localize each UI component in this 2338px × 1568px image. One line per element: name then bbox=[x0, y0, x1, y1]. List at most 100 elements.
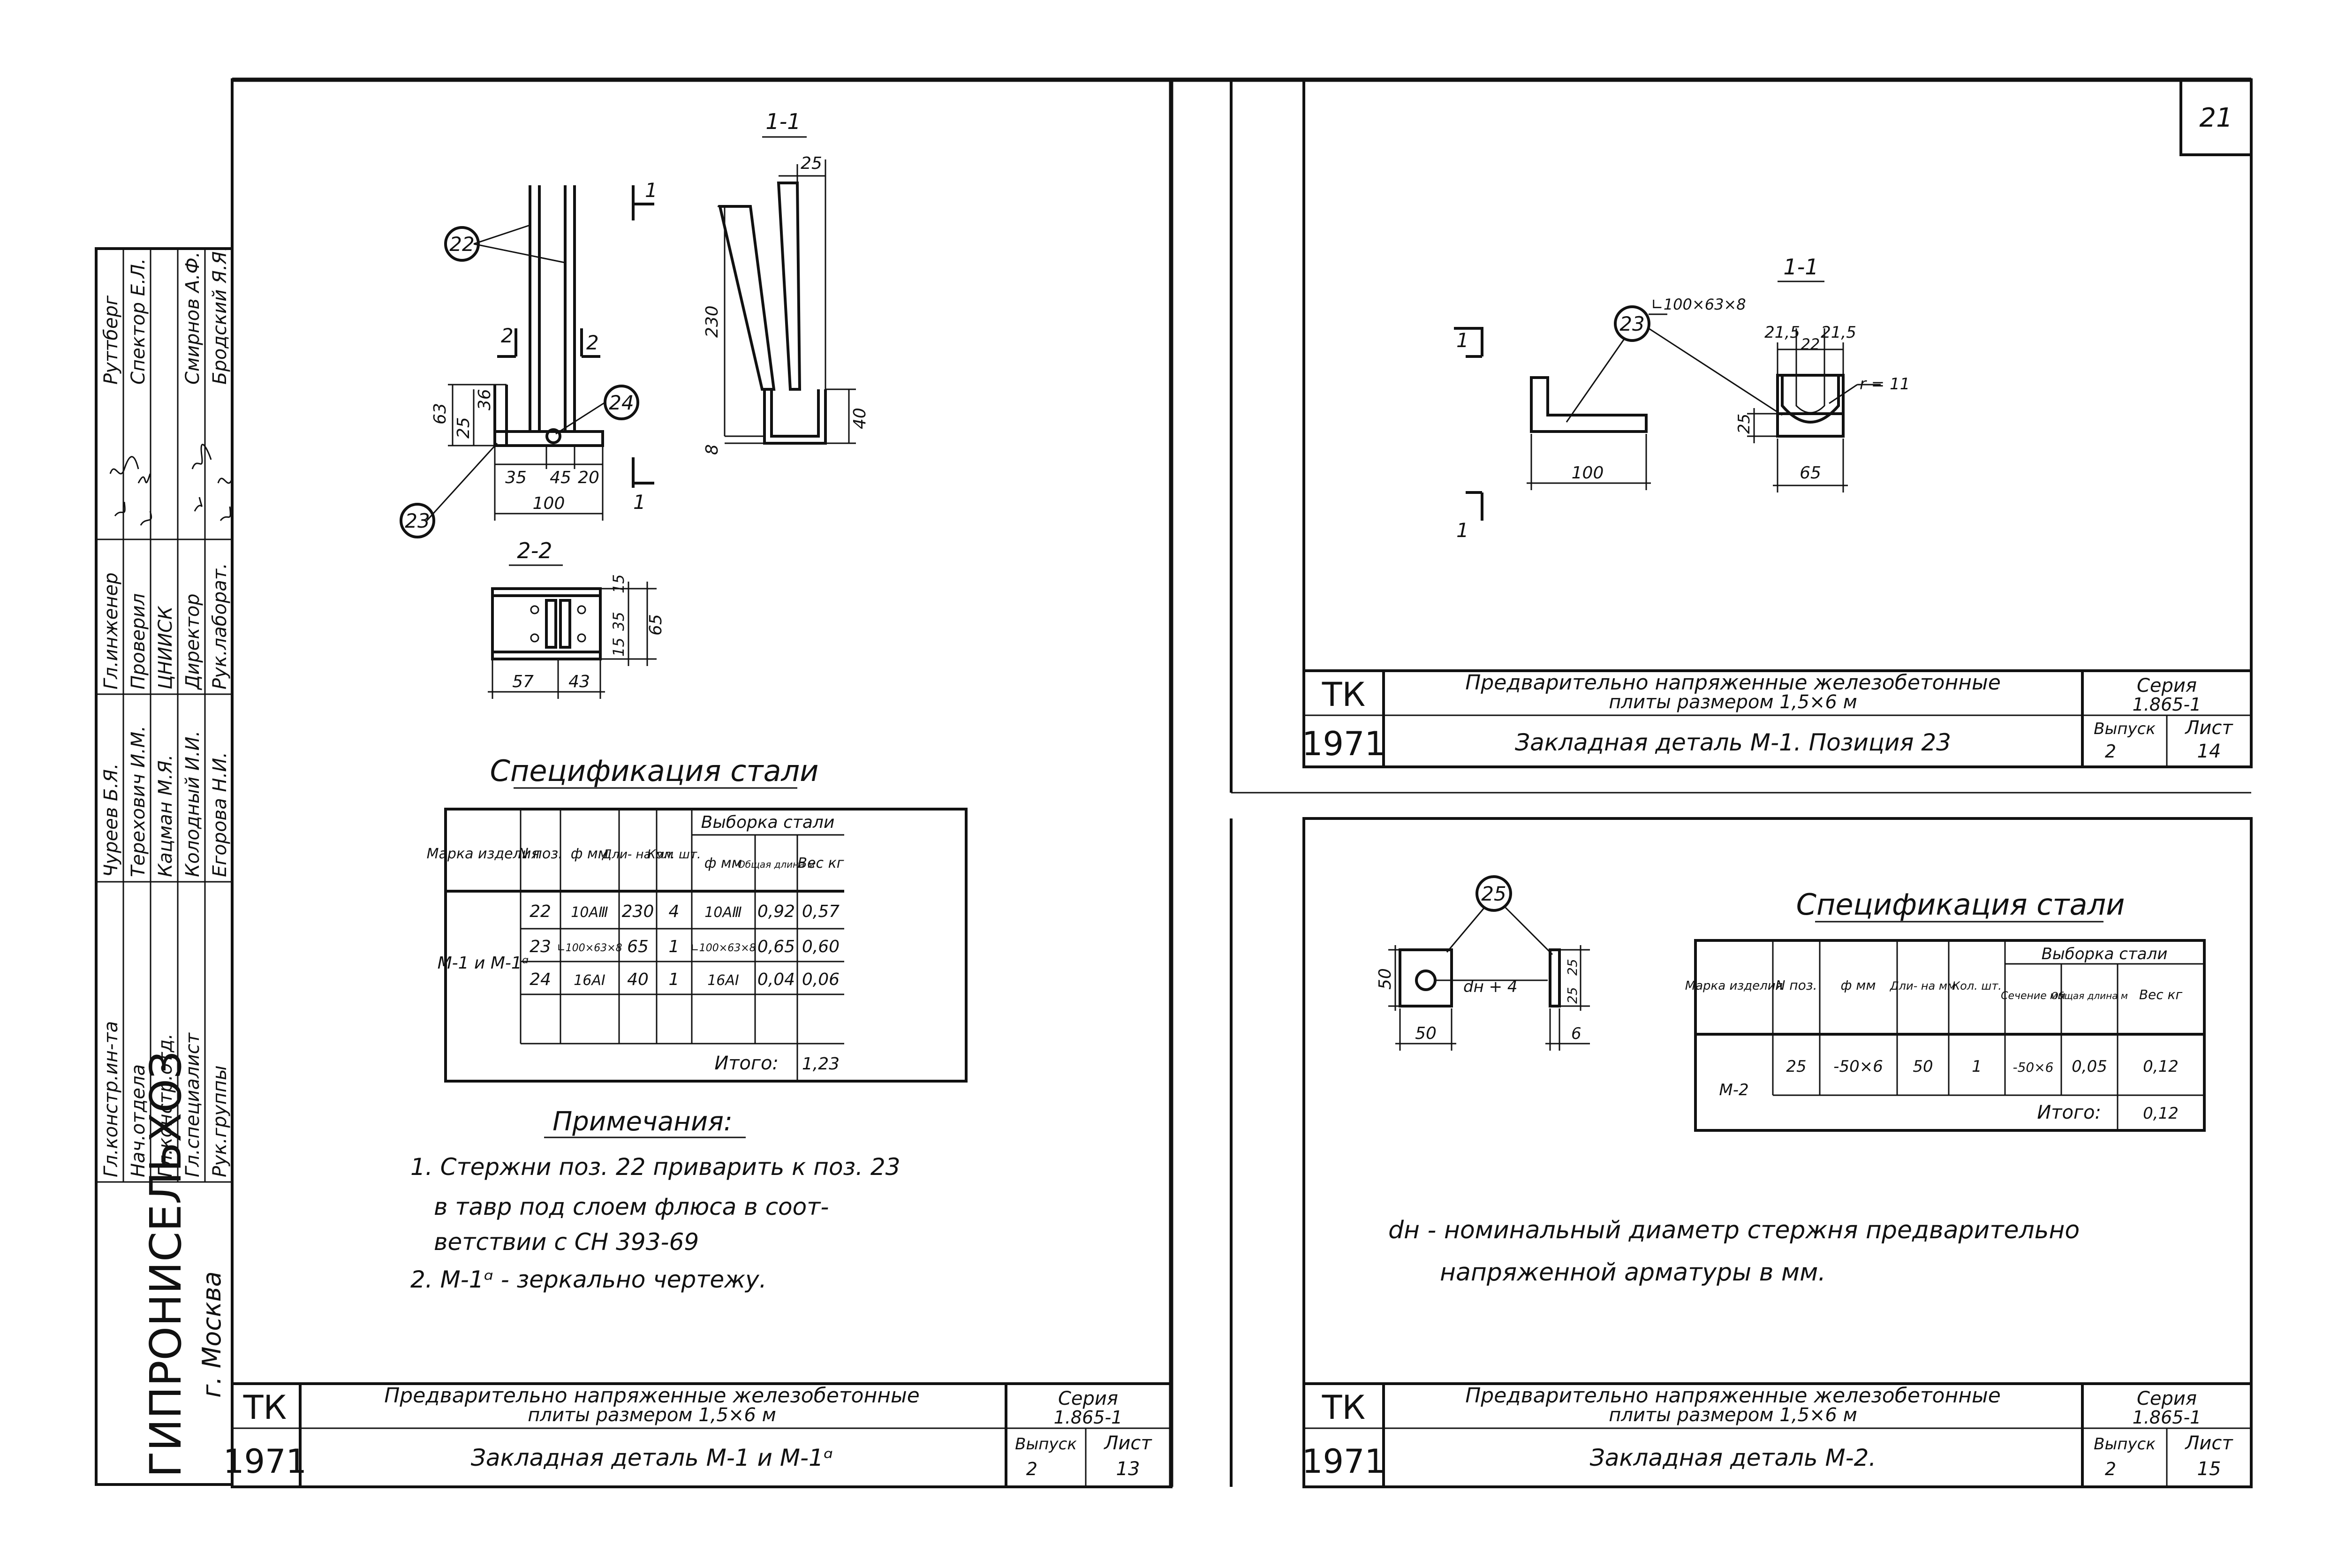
s13-th-sub-len: Общая длина м bbox=[738, 859, 815, 870]
stamp-name-5: Егорова Н.И. bbox=[209, 752, 231, 877]
s15-dim-6: 6 bbox=[1571, 1024, 1581, 1043]
s13-dim-35: 35 bbox=[505, 468, 527, 487]
s15-mark-value: М-2 bbox=[1719, 1081, 1748, 1099]
s13-pos-22: 22 bbox=[449, 233, 474, 256]
s13-title-block: ТК 1971 Предварительно напряженные желез… bbox=[223, 1382, 1171, 1487]
stamp-role2-3: ЦНИИСК bbox=[155, 606, 176, 689]
s13-dim-35b: 35 bbox=[610, 612, 628, 631]
s13-dim-40: 40 bbox=[850, 408, 870, 429]
s15-th-qty: Кол. шт. bbox=[1952, 979, 2002, 992]
s13-cut-2-left: 2 bbox=[501, 324, 514, 347]
s13-th-pos: N поз. bbox=[518, 846, 562, 862]
stamp-role-1: Гл.констр.ин-та bbox=[100, 1021, 122, 1177]
s15-th-mark: Марка изделия bbox=[1685, 979, 1783, 993]
s15-total-label: Итого: bbox=[2037, 1102, 2101, 1123]
stamp-role2-1: Гл.инженер bbox=[100, 572, 122, 689]
s15-tb-vyp-label: Выпуск bbox=[2094, 1435, 2156, 1454]
s14-tb-series-value: 1.865-1 bbox=[2133, 694, 2202, 715]
s14-tb-name: Закладная деталь М-1. Позиция 23 bbox=[1515, 729, 1951, 756]
s13-dim-36: 36 bbox=[475, 389, 494, 410]
s15-tb-vyp-value: 2 bbox=[2105, 1459, 2116, 1479]
stamp-org-name: ГИПРОНИСЕЛЬХОЗ bbox=[141, 1051, 191, 1477]
s15-title-block: ТК 1971 Предварительно напряженные желез… bbox=[1302, 1382, 2251, 1487]
stamp-name-2: Терехович И.М. bbox=[128, 726, 149, 877]
s13-cut-1-top: 1 bbox=[645, 179, 658, 202]
s13-tb-title2: плиты размером 1,5×6 м bbox=[528, 1404, 776, 1426]
s13-tb-list-value: 13 bbox=[1116, 1458, 1140, 1480]
s13-dim-45: 45 bbox=[550, 468, 571, 487]
sheet-14: 21 1-1 1 1 100 21,5 21,5 22 bbox=[1302, 78, 2253, 767]
s13-total-label: Итого: bbox=[714, 1053, 779, 1074]
s15-th-sub-w: Вес кг bbox=[2139, 987, 2183, 1002]
s13-side-view: 25 230 8 40 bbox=[703, 154, 870, 455]
stamp-signature-3 bbox=[191, 444, 212, 512]
s13-section-1-1-label: 1-1 bbox=[765, 109, 801, 134]
s13-th-sub-w: Вес кг bbox=[798, 855, 844, 871]
s14-tb-vyp-label: Выпуск bbox=[2094, 720, 2156, 738]
s13-r2-sphi: ∟100×63×8 bbox=[690, 942, 756, 954]
s15-r1-w: 0,12 bbox=[2143, 1057, 2179, 1076]
s13-r3-sphi: 16АⅠ bbox=[707, 972, 739, 989]
s14-dim-21-5-right: 21,5 bbox=[1821, 323, 1856, 342]
s15-tb-list-label: Лист bbox=[2184, 1432, 2233, 1454]
s13-dim-15a: 15 bbox=[610, 574, 628, 593]
s14-cut-top: 1 bbox=[1456, 329, 1469, 352]
stamp-role-5: Рук.группы bbox=[209, 1065, 231, 1177]
stamp-signature-1 bbox=[109, 456, 139, 516]
s13-th-group: Выборка стали bbox=[701, 813, 835, 832]
s13-pos-24: 24 bbox=[609, 391, 634, 414]
s13-notes-title: Примечания: bbox=[552, 1106, 733, 1137]
stamp-name2-5: Бродский Я.Я. bbox=[209, 245, 231, 385]
s14-pos-23: 23 bbox=[1619, 312, 1644, 335]
s13-r2-slen: 0,65 bbox=[757, 937, 795, 956]
s15-r1-slen: 0,05 bbox=[2072, 1057, 2107, 1076]
s13-dim-15b: 15 bbox=[610, 637, 628, 657]
stamp-city: г. Москва bbox=[197, 1271, 227, 1398]
s13-r3-slen: 0,04 bbox=[757, 970, 795, 989]
s14-dim-100: 100 bbox=[1572, 463, 1604, 483]
stamp-role2-2: Проверил bbox=[128, 593, 149, 689]
s13-r2-len: 65 bbox=[627, 937, 649, 956]
s13-r2-phi: ∟100×63×8 bbox=[557, 942, 622, 954]
s13-cut-1-bottom: 1 bbox=[633, 491, 646, 514]
s15-tb-name: Закладная деталь М-2. bbox=[1590, 1444, 1876, 1471]
s13-r2-qty: 1 bbox=[669, 937, 680, 956]
s13-dim-230: 230 bbox=[703, 305, 722, 338]
s15-r1-qty: 1 bbox=[1972, 1057, 1982, 1076]
s13-dim-top-25: 25 bbox=[801, 154, 822, 173]
stamp-name2-1: Руттберг bbox=[100, 295, 122, 385]
s13-note-3: ветствии с СН 393-69 bbox=[434, 1228, 699, 1256]
stamp-role2-4: Директор bbox=[182, 593, 204, 690]
s15-th-len: Дли- на мм bbox=[1890, 979, 1956, 992]
s15-dim-50-vertical: 50 bbox=[1376, 968, 1395, 990]
s14-dim-65: 65 bbox=[1800, 463, 1821, 483]
s14-angle-side-view: 100 bbox=[1527, 376, 1651, 490]
s13-dim-57: 57 bbox=[512, 672, 534, 691]
stamp-name2-2: Спектор Е.Л. bbox=[128, 258, 149, 385]
s15-note-line-2: напряженной арматуры в мм. bbox=[1440, 1258, 1826, 1287]
s14-tb-title1: Предварительно напряженные железобетонны… bbox=[1465, 671, 2001, 695]
s15-tb-title1: Предварительно напряженные железобетонны… bbox=[1465, 1384, 2001, 1408]
s13-cut-2-right: 2 bbox=[586, 331, 599, 354]
s13-dim-65: 65 bbox=[646, 614, 666, 636]
s13-th-sub-phi: ф мм bbox=[704, 855, 742, 871]
s14-dim-21-5-left: 21,5 bbox=[1764, 323, 1800, 342]
s15-spec-table: Марка изделия N поз. ф мм Дли- на мм Кол… bbox=[1685, 939, 2206, 1132]
stamp-name-3: Кацман М.Я. bbox=[155, 755, 176, 877]
stamp-role2-5: Рук.лаборат. bbox=[209, 563, 231, 689]
stamp-role-3: Гл.констр.отд. bbox=[155, 1033, 176, 1177]
s14-tb-list-value: 14 bbox=[2197, 741, 2221, 762]
stamp-role-2: Нач.отдела bbox=[128, 1064, 149, 1177]
s14-angle-size: ∟100×63×8 bbox=[1651, 295, 1746, 313]
s13-tb-vyp-value: 2 bbox=[1026, 1459, 1037, 1479]
s13-r1-slen: 0,92 bbox=[757, 902, 795, 921]
s13-tb-series-value: 1.865-1 bbox=[1054, 1407, 1123, 1428]
s15-tb-tk: ТК bbox=[1322, 1388, 1365, 1427]
s13-r2-w: 0,60 bbox=[802, 937, 840, 956]
s13-dim-25: 25 bbox=[454, 417, 473, 439]
s13-tb-list-label: Лист bbox=[1103, 1432, 1152, 1454]
s13-balloon-24 bbox=[604, 385, 639, 420]
s13-th-qty: Кол. шт. bbox=[647, 848, 701, 862]
s14-dim-radius: r = 11 bbox=[1860, 375, 1910, 394]
s13-section-2-2-label: 2-2 bbox=[517, 538, 552, 563]
